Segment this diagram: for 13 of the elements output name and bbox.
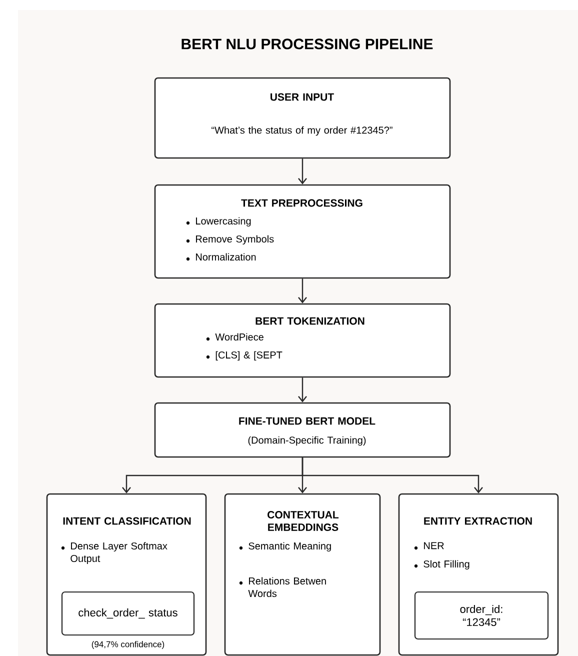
title: BERT NLU PROCESSING PIPELINE	[182, 38, 433, 50]
process-box: TEXT PREPROCESSING Lowercasing Remove Symbols Normalization	[154, 184, 451, 279]
process-box: CONTEXTUAL EMBEDDINGS Semantic Meaning Relations Betwen Words	[224, 493, 381, 656]
arrow	[298, 158, 307, 184]
process-box: USER INPUT “What’s the status of my order #12345?”	[154, 77, 451, 159]
process-box: FINE-TUNED BERT MODEL (Domain-Specific Training)	[154, 402, 451, 458]
arrow	[298, 278, 307, 304]
arrow	[298, 378, 307, 402]
result-box: order_id: “12345”	[414, 591, 549, 640]
process-box: BERT TOKENIZATION WordPiece [CLS] & [SEPT	[154, 303, 451, 378]
result-box: check_order_ status (94,7% confidence)	[61, 591, 195, 649]
node-label: (94,7% confidence)	[92, 641, 164, 649]
arrow	[302, 458, 483, 494]
